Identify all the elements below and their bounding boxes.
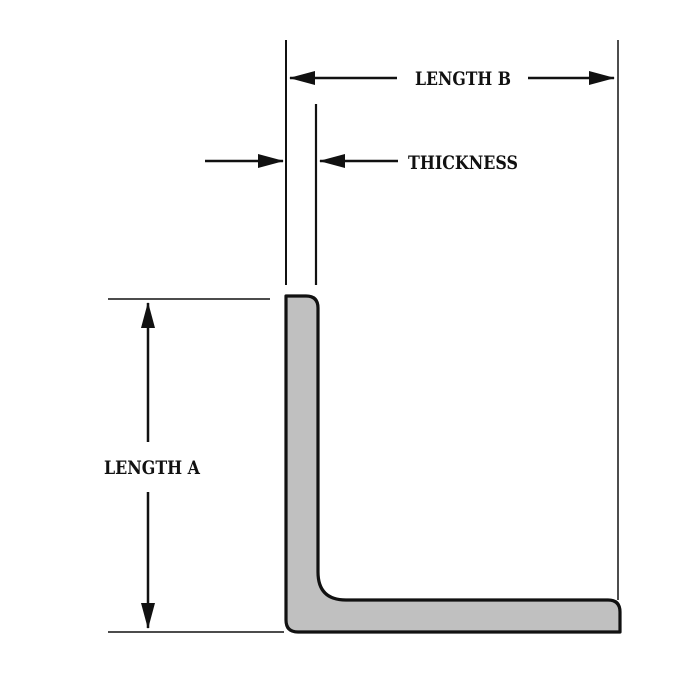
thickness-label: THICKNESS: [408, 152, 518, 174]
length-b-label: LENGTH B: [415, 68, 511, 90]
angle-profile: [284, 294, 622, 634]
length-a-label: LENGTH A: [104, 457, 200, 479]
